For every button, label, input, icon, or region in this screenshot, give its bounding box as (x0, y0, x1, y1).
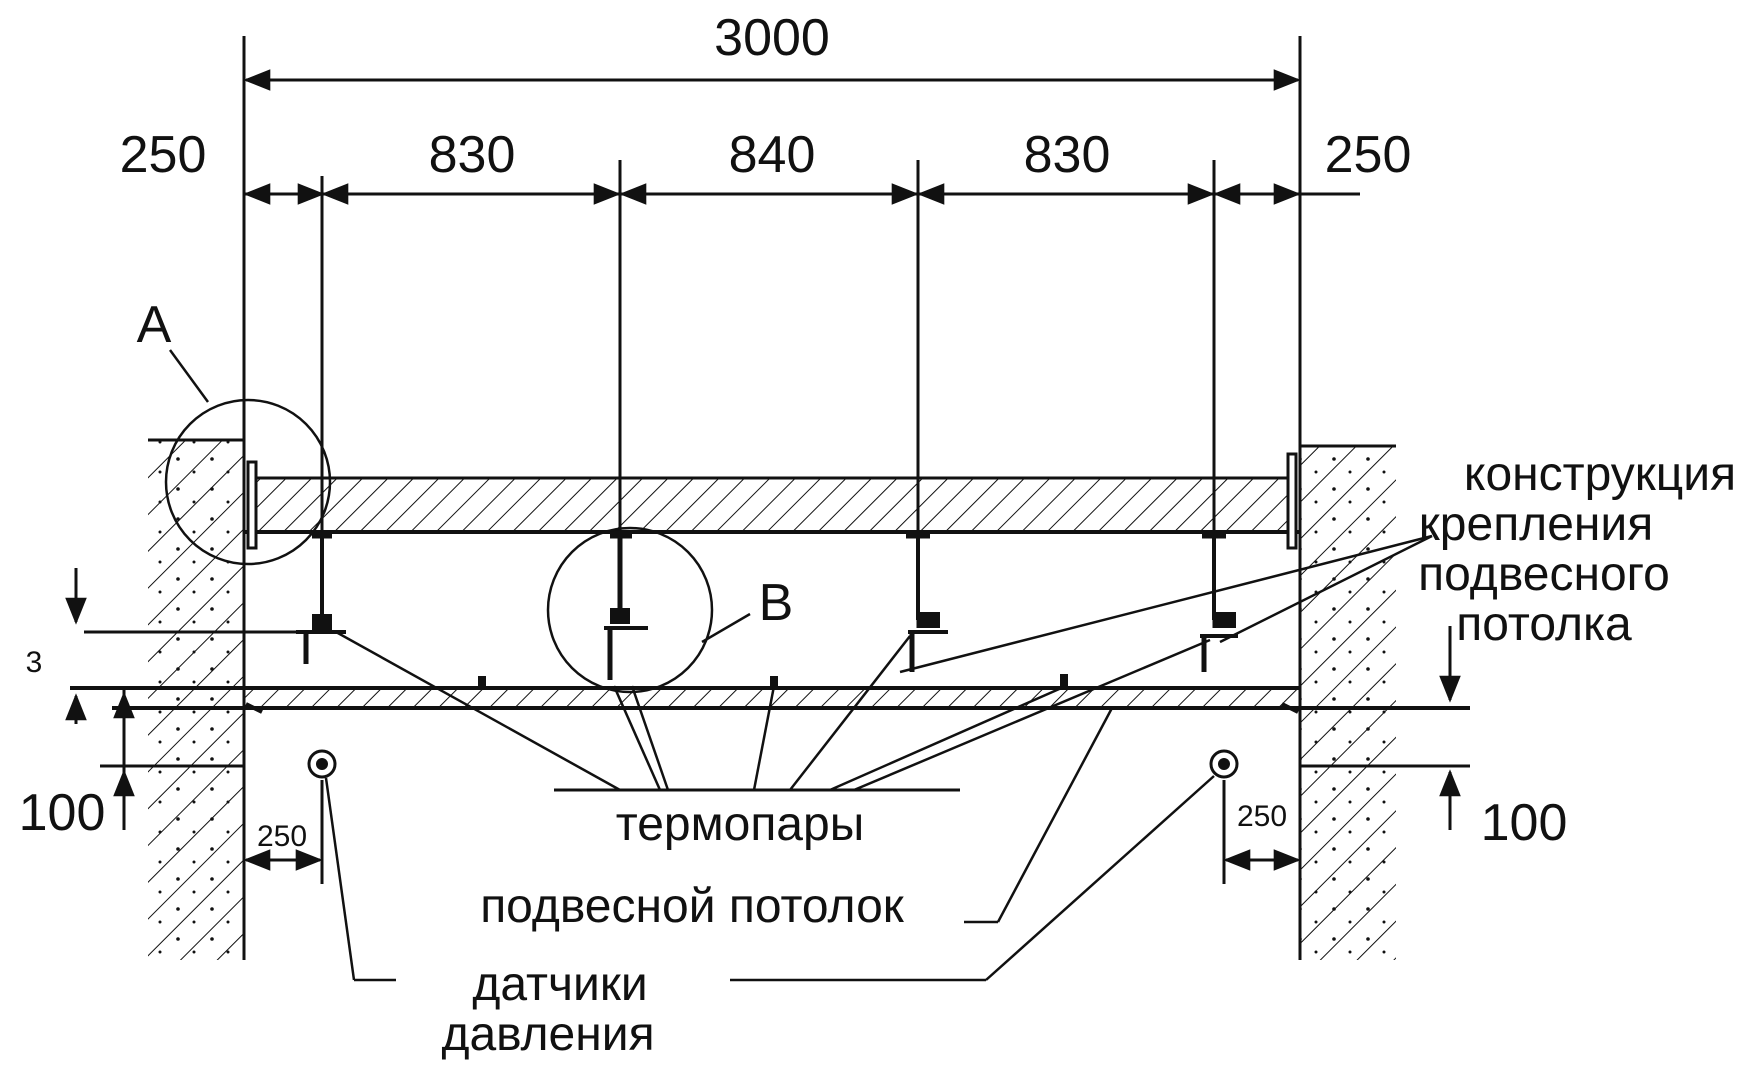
sensor-offset-lines (243, 780, 1301, 884)
left-level-lines (65, 568, 308, 830)
ceiling-thermocouple-points (478, 674, 1068, 688)
right-wall (1298, 36, 1396, 960)
sensors-label-line-1: датчики (472, 958, 647, 1011)
detail-callout-b (546, 526, 751, 694)
right-level-lines (1300, 626, 1470, 830)
pressure-sensor-right (1209, 749, 1239, 779)
slab-supports (246, 452, 1298, 550)
floor-slab (244, 476, 1300, 534)
dim-right-margin: 250 (1325, 126, 1412, 184)
mount-label-line-2: крепления (1419, 498, 1653, 551)
callout-b-label: B (759, 574, 794, 632)
thermocouple-leaders (335, 630, 1211, 792)
sensors-label-line-2: давления (441, 1008, 654, 1061)
hanger-2 (604, 533, 648, 680)
dim-right-height: 100 (1481, 794, 1568, 852)
detail-callout-a (164, 349, 332, 566)
ceiling-leader (964, 707, 1114, 924)
dim-span-2: 840 (729, 126, 816, 184)
pressure-sensor-left (307, 749, 337, 779)
hanger-3 (906, 533, 948, 672)
hanger-4 (1200, 533, 1238, 672)
suspension-rods (320, 160, 1216, 628)
ceiling-label: подвесной потолок (480, 880, 905, 933)
dim-right-offset: 250 (1237, 800, 1287, 833)
left-wall (148, 36, 246, 960)
dim-left-offset: 250 (257, 820, 307, 853)
thermocouples-label: термопары (616, 798, 864, 851)
dim-left-margin: 250 (120, 126, 207, 184)
hanger-1 (296, 533, 346, 664)
dim-span-1: 830 (429, 126, 516, 184)
dim-span-3: 830 (1024, 126, 1111, 184)
callout-a-label: A (137, 296, 172, 354)
mounting-leaders (899, 534, 1433, 674)
mount-label-line-4: потолка (1456, 598, 1632, 651)
dim-total: 3000 (714, 9, 830, 67)
sensor-leaders (324, 775, 1215, 982)
mount-label-line-1: конструкция (1464, 448, 1736, 501)
dim-gap: 3 (26, 646, 43, 679)
dim-left-height: 100 (19, 784, 106, 842)
mount-label-line-3: подвесного (1418, 548, 1670, 601)
